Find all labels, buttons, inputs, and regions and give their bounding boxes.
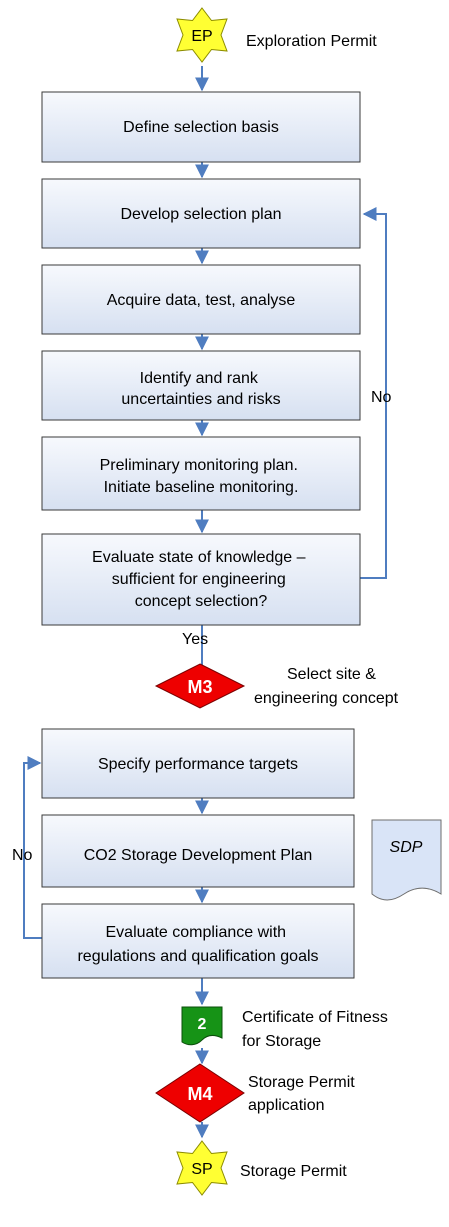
certificate-label: Certificate of Fitness for Storage bbox=[242, 1009, 392, 1050]
step-text: Evaluate compliance with regulations and… bbox=[77, 924, 318, 965]
step-line: Develop selection plan bbox=[121, 206, 282, 223]
decision-evaluate-compliance: Evaluate compliance with regulations and… bbox=[41, 903, 355, 979]
step-line: Preliminary monitoring plan. bbox=[100, 457, 298, 474]
step-text: Develop selection plan bbox=[121, 206, 282, 223]
connectors bbox=[23, 66, 387, 1139]
step-line: regulations and qualification goals bbox=[77, 948, 318, 965]
step-identify-rank-uncertainties: Identify and rank uncertainties and risk… bbox=[41, 350, 361, 421]
storage-permit-node: SP Storage Permit bbox=[176, 1140, 347, 1196]
m4-label: Storage Permit application bbox=[248, 1074, 359, 1114]
sdp-document: SDP bbox=[371, 819, 442, 901]
step-line: Identify and rank bbox=[140, 370, 259, 387]
step-line: Define selection basis bbox=[123, 119, 279, 136]
decision-evaluate-knowledge: Evaluate state of knowledge – sufficient… bbox=[41, 533, 361, 626]
step-specify-performance-targets: Specify performance targets bbox=[41, 728, 355, 799]
step-text: Identify and rank uncertainties and risk… bbox=[121, 370, 280, 408]
step-text: CO2 Storage Development Plan bbox=[84, 847, 313, 864]
ep-label: Exploration Permit bbox=[246, 33, 377, 50]
step-line: Acquire data, test, analyse bbox=[107, 292, 296, 309]
step-line: CO2 Storage Development Plan bbox=[84, 847, 313, 864]
step-acquire-data: Acquire data, test, analyse bbox=[41, 264, 361, 335]
step-line: sufficient for engineering bbox=[112, 571, 286, 588]
step-text: Define selection basis bbox=[123, 119, 279, 136]
step-text: Evaluate state of knowledge – sufficient… bbox=[92, 549, 310, 610]
m3-badge: M3 bbox=[187, 677, 212, 697]
m3-diamond-icon bbox=[154, 663, 246, 709]
step-develop-selection-plan: Develop selection plan bbox=[41, 178, 361, 249]
certificate-icon bbox=[181, 1006, 223, 1046]
ep-badge: EP bbox=[191, 28, 212, 45]
sp-label: Storage Permit bbox=[240, 1163, 347, 1180]
m3-label-line: Select site & bbox=[287, 666, 376, 683]
step-line: concept selection? bbox=[135, 593, 268, 610]
m4-label-line: Storage Permit bbox=[248, 1074, 355, 1091]
sp-badge: SP bbox=[191, 1161, 212, 1178]
step-line: Evaluate state of knowledge – bbox=[92, 549, 306, 566]
step-line: Initiate baseline monitoring. bbox=[104, 479, 299, 496]
step-text: Specify performance targets bbox=[98, 756, 298, 773]
step-text: Acquire data, test, analyse bbox=[107, 292, 296, 309]
step-define-selection-basis: Define selection basis bbox=[41, 91, 361, 163]
certificate-node: 2 Certificate of Fitness for Storage bbox=[181, 1006, 392, 1050]
sp-star-icon bbox=[176, 1140, 228, 1196]
yes-label: Yes bbox=[182, 631, 208, 648]
sdp-label: SDP bbox=[390, 839, 423, 856]
step-line: Evaluate compliance with bbox=[106, 924, 287, 941]
m3-label-line: engineering concept bbox=[254, 690, 399, 707]
m4-diamond-icon bbox=[155, 1063, 245, 1123]
certificate-label-line: Certificate of Fitness bbox=[242, 1009, 388, 1026]
step-line: Specify performance targets bbox=[98, 756, 298, 773]
no-loop-label-2: No bbox=[12, 847, 33, 864]
no-loop-label: No bbox=[371, 389, 392, 406]
m4-label-line: application bbox=[248, 1097, 325, 1114]
step-text: Preliminary monitoring plan. Initiate ba… bbox=[100, 457, 303, 496]
document-icon bbox=[371, 819, 442, 901]
m3-label: Select site & engineering concept bbox=[254, 666, 399, 707]
step-line: uncertainties and risks bbox=[121, 391, 280, 408]
ep-star-icon bbox=[176, 7, 228, 63]
exploration-permit-node: EP Exploration Permit bbox=[176, 7, 377, 63]
m4-badge: M4 bbox=[187, 1084, 212, 1104]
step-preliminary-monitoring: Preliminary monitoring plan. Initiate ba… bbox=[41, 436, 361, 511]
milestone-m4: M4 Storage Permit application bbox=[155, 1063, 359, 1123]
certificate-label-line: for Storage bbox=[242, 1033, 321, 1050]
milestone-m3: M3 Select site & engineering concept bbox=[154, 663, 399, 709]
certificate-badge: 2 bbox=[198, 1016, 207, 1033]
step-co2-storage-development-plan: CO2 Storage Development Plan bbox=[41, 814, 355, 888]
